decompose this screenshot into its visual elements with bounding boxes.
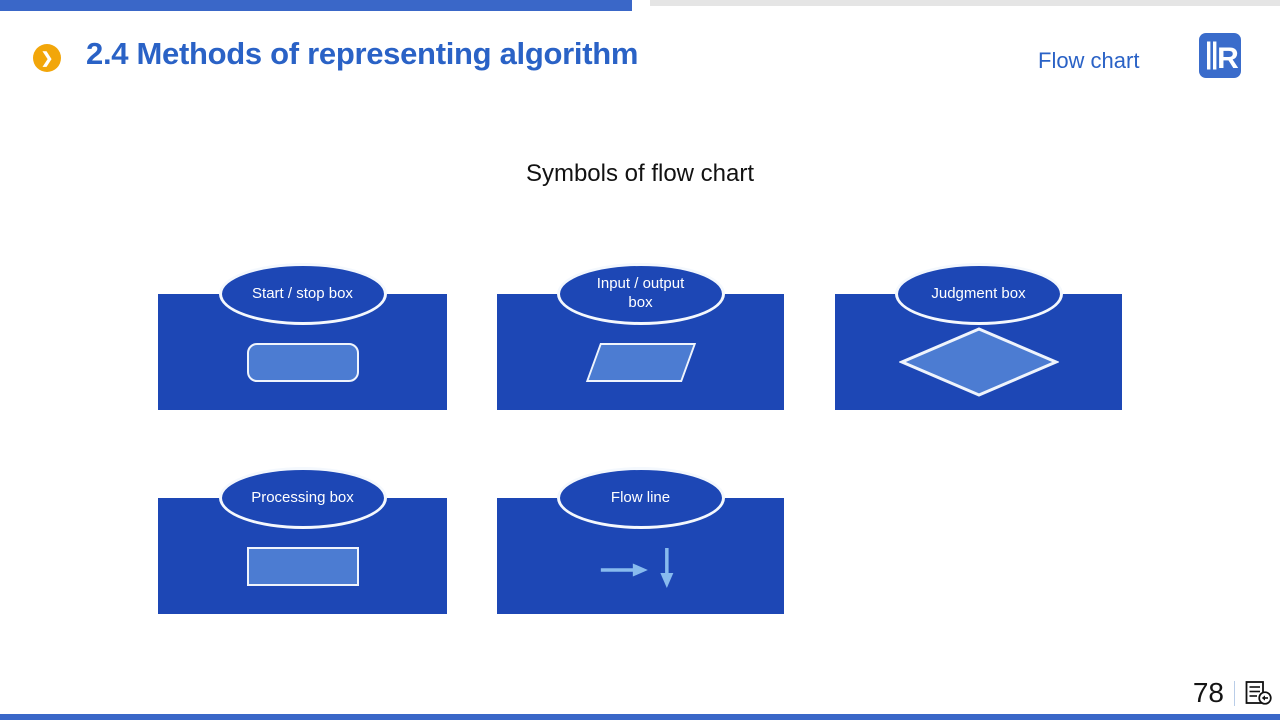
- page-number: 78: [1192, 677, 1224, 708]
- symbol-processing: Processing box: [158, 467, 447, 614]
- shape-layer: [835, 294, 1122, 410]
- symbol-label-ellipse: Flow line: [556, 467, 725, 529]
- page-title: 2.4 Methods of representing algorithm: [86, 36, 639, 71]
- top-gray-bar: [650, 0, 1280, 6]
- shape-layer: [497, 498, 784, 614]
- rounded-rectangle-shape: [246, 343, 359, 382]
- symbol-label-ellipse: Processing box: [218, 467, 387, 529]
- symbol-label: Start / stop box: [252, 284, 353, 302]
- bottom-accent-bar: [0, 714, 1280, 720]
- parallelogram-shape: [585, 343, 696, 382]
- diamond-shape: [898, 327, 1059, 397]
- corner-label: Flow chart: [1038, 48, 1140, 73]
- top-accent-bar: [0, 0, 632, 11]
- symbol-label: Flow line: [610, 488, 671, 506]
- brand-logo-icon: R: [1199, 33, 1241, 78]
- shape-layer: [158, 294, 447, 410]
- symbol-label: Input / output box: [596, 275, 685, 311]
- footer-divider: [1234, 680, 1235, 706]
- symbol-start-stop: Start / stop box: [158, 263, 447, 410]
- symbol-label-ellipse: Start / stop box: [218, 263, 387, 325]
- footer: 78: [1193, 677, 1272, 709]
- symbol-label-ellipse: Input / output box: [556, 263, 725, 325]
- symbol-label: Processing box: [251, 488, 354, 506]
- symbol-label-ellipse: Judgment box: [894, 263, 1063, 325]
- symbol-input-output: Input / output box: [497, 263, 784, 410]
- section-subtitle: Symbols of flow chart: [525, 160, 755, 187]
- symbol-flow-line: Flow line: [497, 467, 784, 614]
- svg-text:R: R: [1217, 42, 1239, 75]
- symbol-judgment: Judgment box: [835, 263, 1122, 410]
- document-return-icon[interactable]: [1245, 679, 1272, 707]
- shape-layer: [158, 498, 447, 614]
- flow-arrows-shape: [600, 548, 673, 588]
- rectangle-shape: [246, 547, 359, 586]
- symbol-label: Judgment box: [931, 284, 1026, 302]
- chevron-right-icon: ❯: [33, 44, 61, 72]
